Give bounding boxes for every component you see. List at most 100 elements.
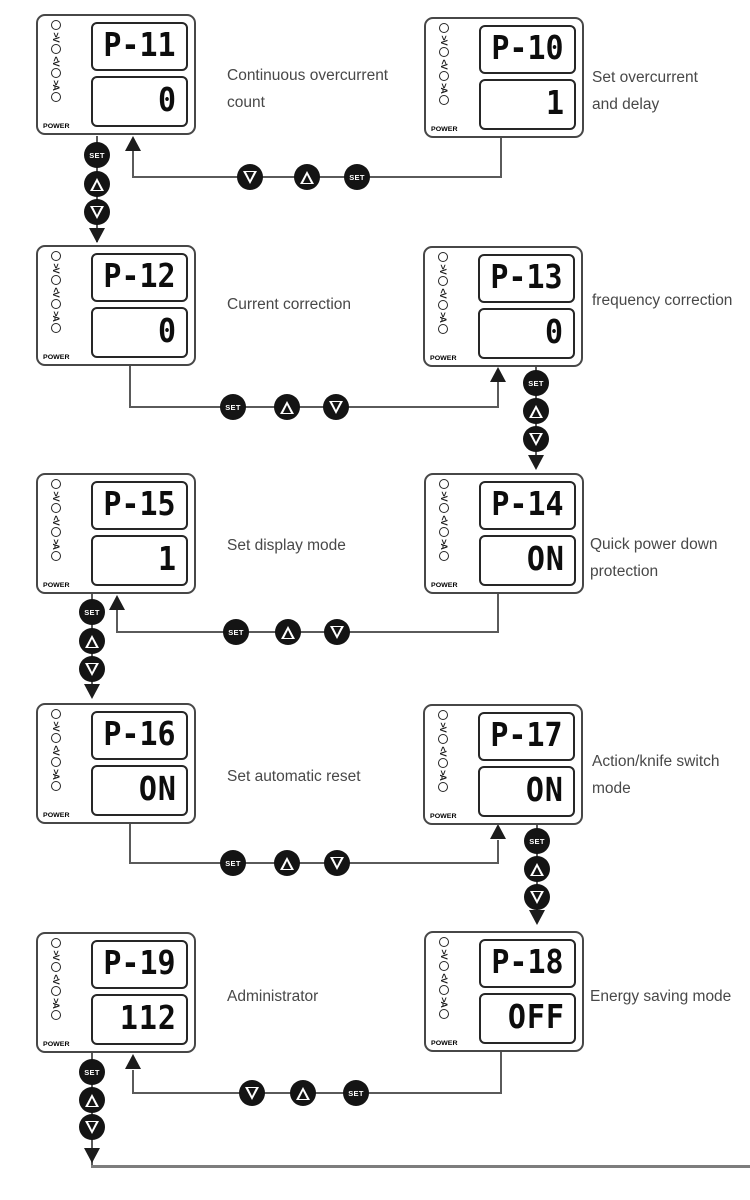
connector-line (129, 365, 131, 408)
set-button-label: SET (89, 150, 105, 160)
undervoltage-symbol-icon: <V (439, 515, 449, 525)
undervoltage-symbol-icon: <V (51, 515, 61, 525)
connector-line (500, 1048, 502, 1094)
set-button-label: SET (84, 1067, 100, 1077)
overcurrent-symbol-icon: >A (51, 311, 61, 321)
down-button (79, 1114, 105, 1140)
connector-line (500, 136, 502, 178)
param-code: P-16 (103, 715, 176, 754)
connector-line (129, 823, 131, 864)
panel-description: Set overcurrent and delay (592, 64, 698, 118)
overvoltage-symbol-icon: >V (51, 32, 61, 42)
device-panel-P-14: >V <V >A POWER P-14 ON (424, 473, 584, 594)
arrow-up-icon (490, 824, 506, 839)
arrow-up-icon (125, 1054, 141, 1069)
connector-line (497, 840, 499, 863)
led-indicator-icon (51, 299, 61, 309)
arrow-down-icon (84, 1148, 100, 1163)
led-indicator-icon (51, 709, 61, 719)
led-indicator-icon (51, 757, 61, 767)
overcurrent-symbol-icon: >A (439, 539, 449, 549)
power-label: POWER (42, 1041, 70, 1048)
overvoltage-symbol-icon: >V (438, 722, 448, 732)
param-code: P-14 (491, 485, 564, 524)
power-label: POWER (42, 812, 70, 819)
param-value-display: ON (91, 765, 188, 816)
up-button (274, 850, 300, 876)
triangle-down-icon (243, 170, 257, 184)
led-indicator-icon (439, 527, 449, 537)
param-value-display: OFF (479, 993, 576, 1044)
led-indicator-icon (51, 733, 61, 743)
param-code: P-13 (490, 258, 563, 297)
connector-line (132, 150, 134, 177)
led-column: >V <V >A POWER (43, 709, 69, 819)
arrow-down-icon (529, 910, 545, 925)
set-button: SET (84, 142, 110, 168)
set-button: SET (223, 619, 249, 645)
param-code-display: P-19 (91, 940, 188, 989)
device-panel-P-17: >V <V >A POWER P-17 ON (423, 704, 583, 825)
led-indicator-icon (438, 300, 448, 310)
label-line: Set overcurrent (592, 69, 698, 86)
overcurrent-symbol-icon: >A (51, 769, 61, 779)
connector-line (116, 631, 499, 633)
overvoltage-symbol-icon: >V (51, 721, 61, 731)
param-value: ON (138, 770, 177, 809)
down-button (237, 164, 263, 190)
led-indicator-icon (51, 962, 61, 972)
bottom-exit-line (91, 1165, 750, 1168)
triangle-down-icon (330, 856, 344, 870)
param-value: 0 (157, 81, 177, 120)
power-label: POWER (430, 582, 458, 589)
triangle-down-icon (530, 890, 544, 904)
param-code-display: P-14 (479, 481, 576, 530)
device-panel-P-10: >V <V >A POWER P-10 1 (424, 17, 584, 138)
down-button (79, 656, 105, 682)
overvoltage-symbol-icon: >V (439, 35, 449, 45)
label-line: Set automatic reset (227, 768, 361, 785)
up-button (79, 628, 105, 654)
up-button (274, 394, 300, 420)
connector-line (497, 592, 499, 633)
overvoltage-symbol-icon: >V (439, 491, 449, 501)
param-value: 0 (544, 313, 564, 352)
connector-line (129, 406, 499, 408)
power-label: POWER (430, 126, 458, 133)
triangle-up-icon (300, 170, 314, 184)
label-line: Energy saving mode (590, 988, 732, 1005)
device-panel-P-18: >V <V >A POWER P-18 OFF (424, 931, 584, 1052)
set-button: SET (344, 164, 370, 190)
device-panel-P-13: >V <V >A POWER P-13 0 (423, 246, 583, 367)
panel-description: Energy saving mode (590, 983, 731, 1010)
led-indicator-icon (51, 938, 61, 948)
overvoltage-symbol-icon: >V (51, 491, 61, 501)
param-value-display: ON (478, 766, 575, 817)
param-value-display: 1 (479, 79, 576, 130)
device-panel-P-15: >V <V >A POWER P-15 1 (36, 473, 196, 594)
down-button (523, 426, 549, 452)
led-indicator-icon (439, 1009, 449, 1019)
down-button (324, 619, 350, 645)
down-button (324, 850, 350, 876)
label-line: Set display mode (227, 537, 346, 554)
undervoltage-symbol-icon: <V (439, 59, 449, 69)
down-button (239, 1080, 265, 1106)
power-label: POWER (430, 1040, 458, 1047)
led-indicator-icon (51, 479, 61, 489)
device-panel-P-16: >V <V >A POWER P-16 ON (36, 703, 196, 824)
led-indicator-icon (51, 323, 61, 333)
connector-line (132, 1092, 502, 1094)
connector-line (116, 610, 118, 632)
label-line: and delay (592, 96, 660, 113)
param-value-display: 0 (478, 308, 575, 359)
led-indicator-icon (438, 758, 448, 768)
led-indicator-icon (439, 95, 449, 105)
led-indicator-icon (438, 734, 448, 744)
param-code-display: P-10 (479, 25, 576, 74)
overcurrent-symbol-icon: >A (439, 83, 449, 93)
triangle-up-icon (529, 404, 543, 418)
arrow-down-icon (89, 228, 105, 243)
